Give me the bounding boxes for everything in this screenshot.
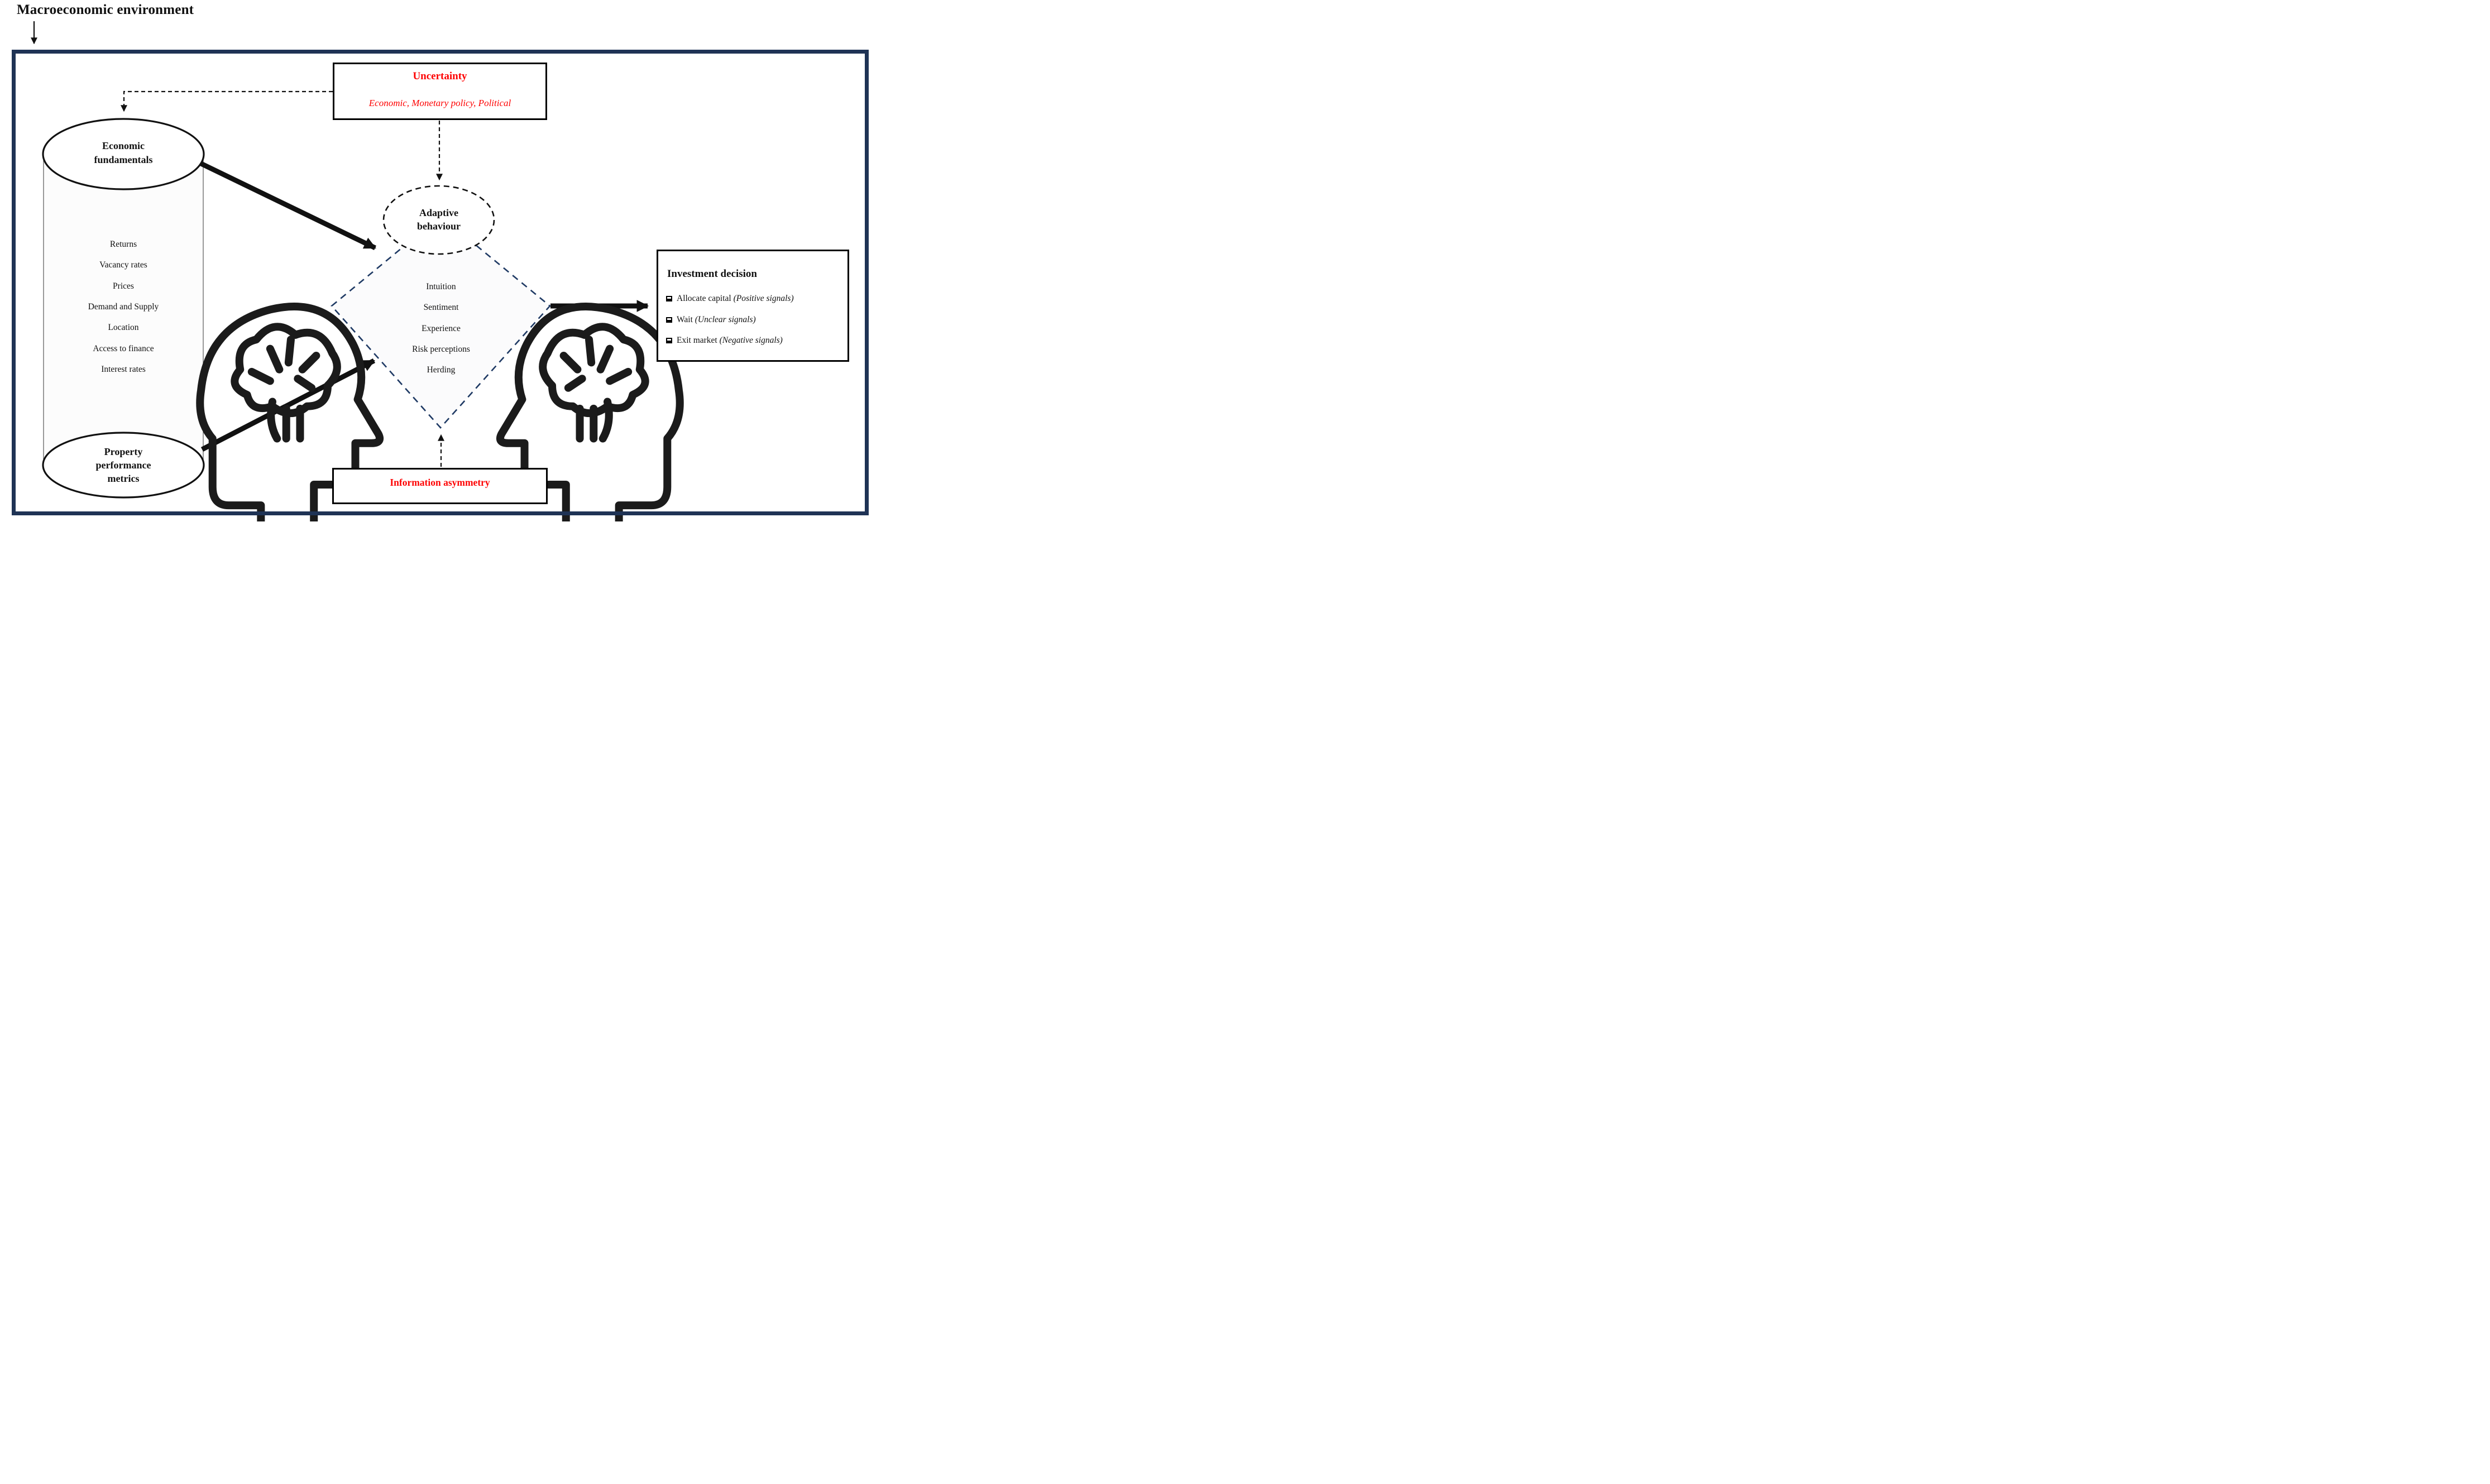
investment-decision-title: Investment decision xyxy=(667,268,757,280)
option-label: Allocate capital xyxy=(677,294,734,303)
decision-option: Exit market (Negative signals) xyxy=(666,330,794,351)
behaviour-factors-list: Intuition Sentiment Experience Risk perc… xyxy=(371,276,511,381)
option-signal: (Unclear signals) xyxy=(695,314,756,324)
list-item: Interest rates xyxy=(101,365,146,375)
list-item: Vacancy rates xyxy=(99,260,147,270)
uncertainty-subtitle: Economic, Monetary policy, Political xyxy=(368,98,511,108)
list-item: Access to finance xyxy=(93,343,154,353)
list-item: Prices xyxy=(113,281,134,291)
list-item: Herding xyxy=(427,365,456,375)
figure-canvas: Macroeconomic environment xyxy=(0,0,875,521)
economic-fundamentals-ellipse xyxy=(42,118,205,190)
checkbox-icon xyxy=(666,317,672,323)
list-item: Location xyxy=(108,323,139,333)
list-item: Risk perceptions xyxy=(412,344,470,355)
option-signal: (Negative signals) xyxy=(719,336,783,345)
option-signal: (Positive signals) xyxy=(733,294,794,303)
arrow-metrics-to-behaviour xyxy=(200,358,376,452)
dashed-uncertainty-to-fundamentals xyxy=(121,90,333,112)
page-title: Macroeconomic environment xyxy=(17,2,194,17)
decision-option: Allocate capital (Positive signals) xyxy=(666,288,794,309)
fundamentals-cylinder-body xyxy=(44,154,203,465)
list-item: Demand and Supply xyxy=(88,302,159,312)
adaptive-behaviour-ellipse xyxy=(382,185,495,255)
property-metrics-ellipse xyxy=(42,432,205,499)
uncertainty-box: Uncertainty Economic, Monetary policy, P… xyxy=(333,63,547,120)
checkbox-icon xyxy=(666,296,672,301)
macro-environment-frame xyxy=(12,50,869,515)
investment-decision-options: Allocate capital (Positive signals) Wait… xyxy=(666,288,794,351)
arrow-fundamentals-to-behaviour xyxy=(199,160,376,251)
investment-decision-box: Investment decision Allocate capital (Po… xyxy=(657,250,849,362)
property-metrics-label: Property performance metrics xyxy=(95,446,151,484)
adaptive-behaviour-label: Adaptive behaviour xyxy=(416,207,461,232)
option-label: Exit market xyxy=(677,336,720,345)
diagram-shapes xyxy=(31,21,875,521)
decision-option: Wait (Unclear signals) xyxy=(666,309,794,331)
list-item: Sentiment xyxy=(423,303,459,313)
information-asymmetry-label: Information asymmetry xyxy=(390,477,490,488)
option-label: Wait xyxy=(677,314,695,324)
uncertainty-title: Uncertainty xyxy=(413,70,467,82)
list-item: Experience xyxy=(422,323,461,333)
list-item: Intuition xyxy=(426,282,456,291)
economic-fundamentals-label: Economic fundamentals xyxy=(94,140,153,165)
checkbox-icon xyxy=(666,338,672,343)
list-item: Returns xyxy=(109,240,137,249)
information-asymmetry-box: Information asymmetry xyxy=(332,468,548,504)
fundamentals-list: Returns Vacancy rates Prices Demand and … xyxy=(45,234,202,380)
